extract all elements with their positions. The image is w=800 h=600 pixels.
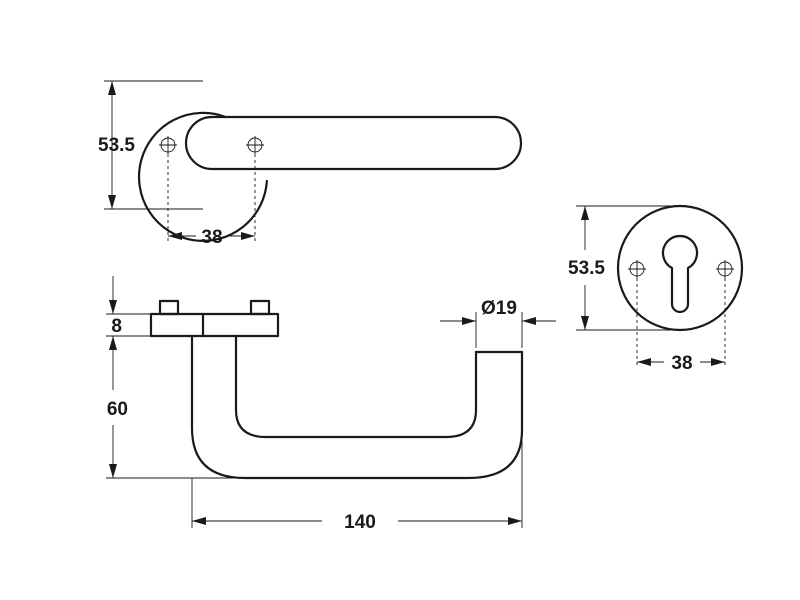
- length-label: 140: [344, 512, 376, 533]
- escutcheon-height-label: 53.5: [568, 258, 605, 279]
- lever-inner-profile: [234, 334, 478, 439]
- rose-plate: [149, 312, 280, 338]
- escutcheon-spacing-label: 38: [671, 353, 692, 374]
- top-view: 53.5 38: [98, 80, 523, 248]
- lever-grip-outline: [184, 115, 523, 171]
- side-view: 8 60 140 Ø19: [106, 276, 556, 533]
- fixing-screw-left: [158, 299, 180, 316]
- escutcheon-hole-right: [716, 260, 734, 368]
- cylinder-cutout: [661, 234, 699, 314]
- escutcheon-spacing-dimension: [637, 358, 725, 366]
- projection-label: 60: [107, 399, 128, 420]
- fixing-screw-right: [249, 299, 271, 316]
- escutcheon-view: 53.5 38: [568, 204, 744, 374]
- projection-dimension: [106, 336, 245, 479]
- fixing-hole-left: [159, 136, 177, 243]
- length-dimension: [191, 430, 523, 528]
- lever-outer-profile: [190, 334, 524, 480]
- diameter-dimension: [440, 312, 556, 348]
- height-dimension: [104, 80, 203, 210]
- fixing-hole-right: [246, 136, 264, 243]
- diameter-label: Ø19: [481, 298, 517, 319]
- rose-thickness-label: 8: [111, 316, 122, 337]
- height-label: 53.5: [98, 135, 135, 156]
- escutcheon-height-dimension: [576, 205, 680, 331]
- escutcheon-hole-left: [628, 260, 646, 368]
- hole-spacing-dimension: [168, 232, 255, 240]
- rose-outline: [137, 111, 268, 242]
- hole-spacing-label: 38: [201, 227, 222, 248]
